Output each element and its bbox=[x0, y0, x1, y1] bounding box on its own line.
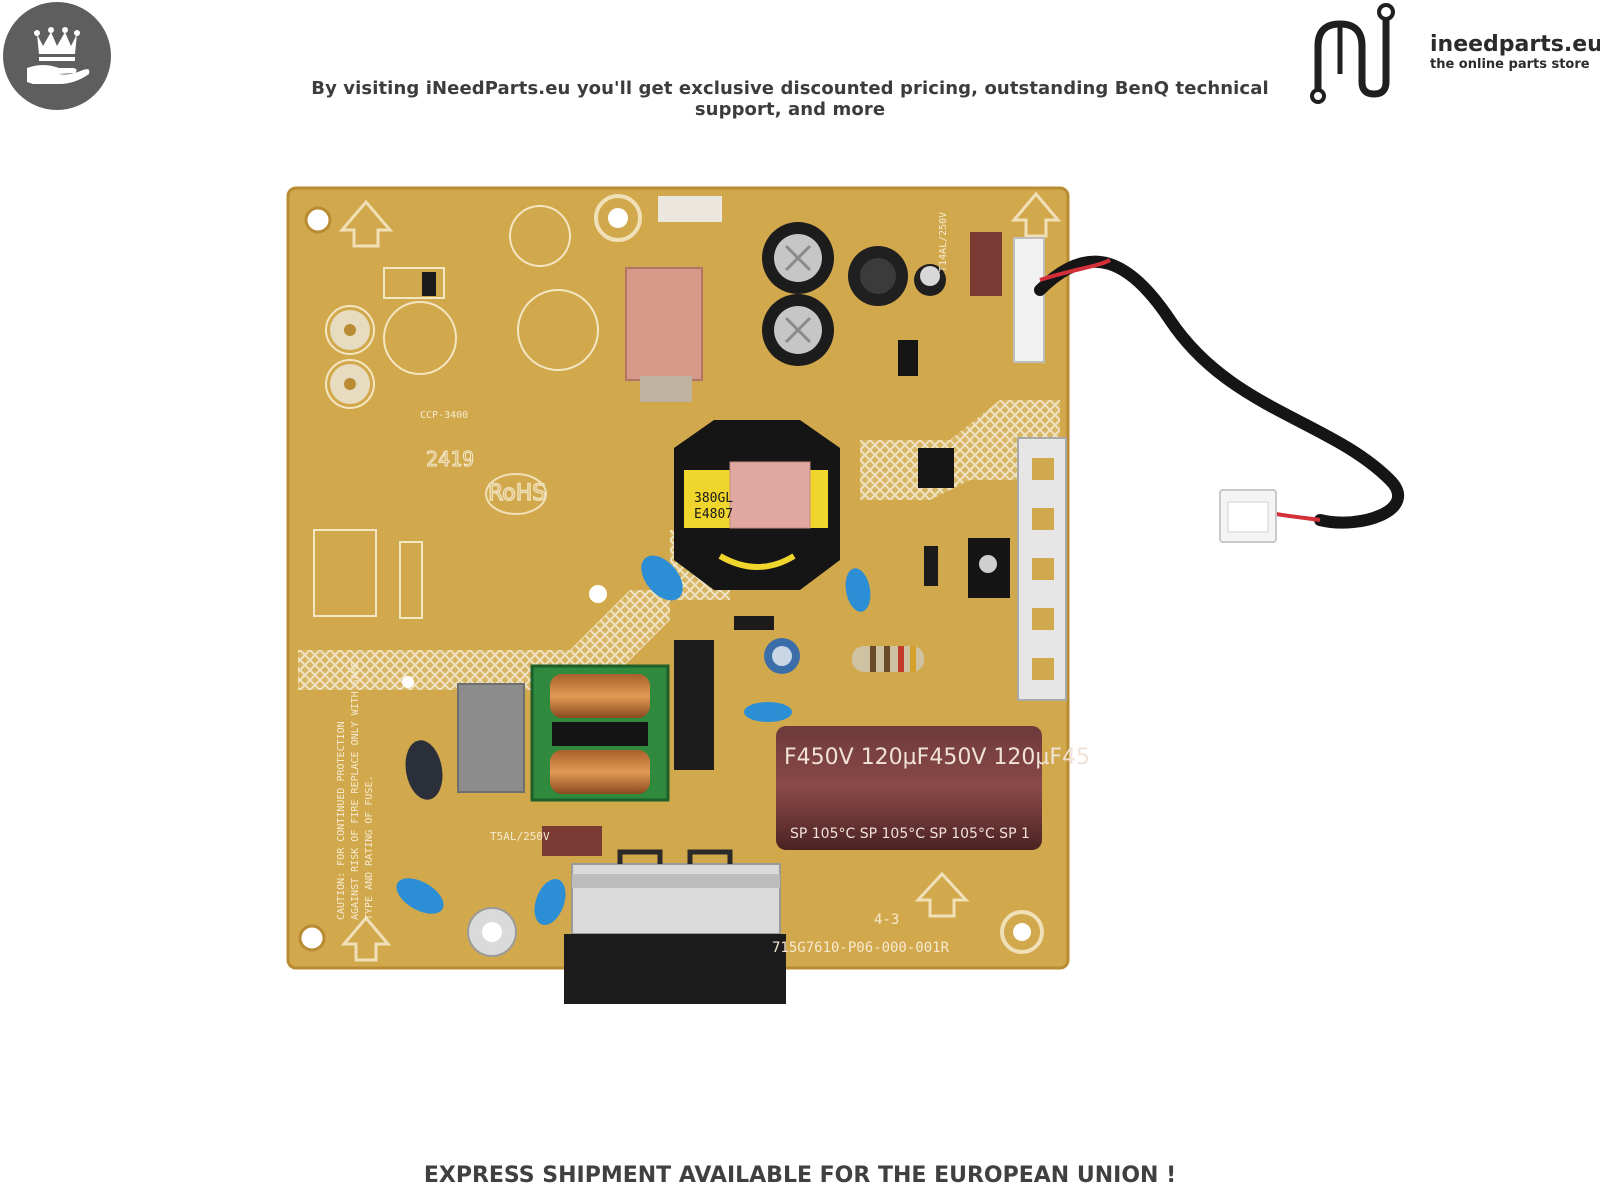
rohs-mark: RoHS bbox=[488, 481, 546, 506]
transformer-code-2: E4807 bbox=[694, 507, 733, 522]
fuse-label: T14AL/250V bbox=[938, 212, 949, 272]
caution-text-3: TYPE AND RATING OF FUSE. bbox=[364, 776, 375, 921]
caution-text-2: AGAINST RISK OF FIRE REPLACE ONLY WITH S… bbox=[350, 661, 361, 920]
fuse-label-2: T5AL/250V bbox=[490, 830, 550, 843]
caution-text-1: CAUTION: FOR CONTINUED PROTECTION bbox=[336, 721, 347, 920]
transformer-code-1: 380GL bbox=[694, 491, 733, 506]
promo-tagline: By visiting iNeedParts.eu you'll get exc… bbox=[311, 78, 1269, 120]
capacitor-rating: F450V 120µF450V 120µF45 bbox=[784, 745, 1090, 770]
date-code: 2419 bbox=[426, 447, 474, 471]
product-photo: 380GL E4807 bbox=[270, 180, 1450, 1040]
shipping-banner: EXPRESS SHIPMENT AVAILABLE FOR THE EUROP… bbox=[423, 1163, 1177, 1188]
crown-badge[interactable] bbox=[3, 2, 111, 110]
power-board-illustration: 380GL E4807 bbox=[286, 186, 1404, 1004]
board-revision: 4-3 bbox=[874, 912, 899, 928]
brand-logo[interactable]: ineedparts.eu the online parts store bbox=[1310, 2, 1600, 106]
crown-hand-icon bbox=[27, 27, 90, 84]
ineedparts-logo-icon bbox=[1310, 3, 1395, 104]
bulk-capacitor bbox=[776, 726, 1042, 850]
brand-subtitle: the online parts store bbox=[1430, 57, 1590, 72]
capacitor-temp: SP 105°C SP 105°C SP 105°C SP 1 bbox=[790, 826, 1030, 842]
cert-text: CCP-3400 bbox=[420, 410, 468, 421]
brand-name: ineedparts.eu bbox=[1430, 32, 1600, 57]
part-number: 715G7610-P06-000-001R bbox=[772, 940, 950, 956]
